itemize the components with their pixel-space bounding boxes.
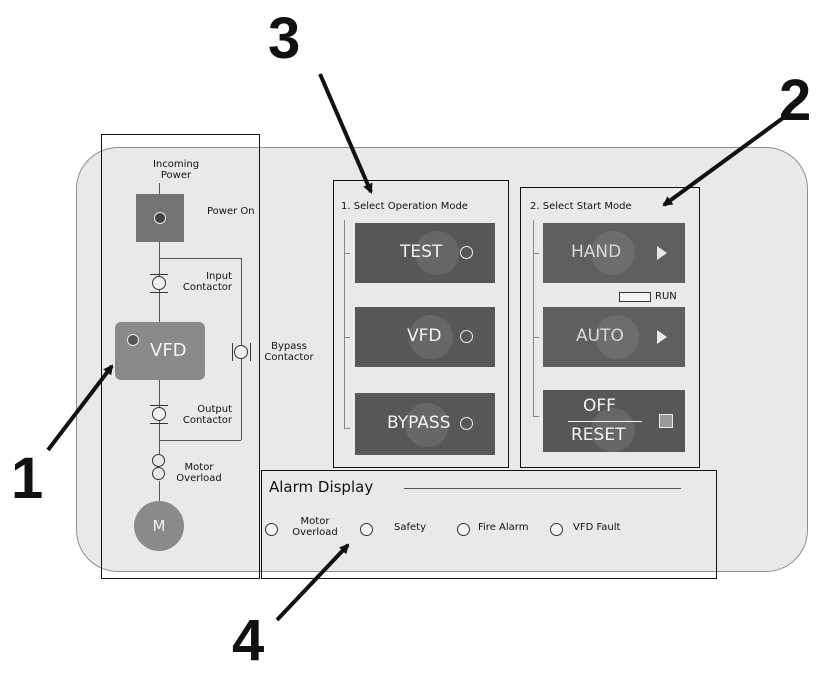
motor-overload-alarm-light-icon [265,523,278,536]
vfd-mode-indicator-icon [460,330,473,343]
power-on-label: Power On [207,206,255,217]
arrow-2 [662,116,785,207]
hand-button-knob [591,231,635,275]
alarm-display-rule [404,488,681,489]
input-contactor-icon [152,276,166,290]
operation-mode-tick-3 [344,428,350,429]
incoming-line [159,183,160,194]
hand-button[interactable]: HAND [543,223,685,283]
arrow-4 [275,543,350,622]
vfd-mode-button-label: VFD [407,326,442,346]
arrow-1 [46,364,114,452]
input-contactor-label: Input Contactor [182,271,232,293]
bypass-button-label: BYPASS [387,413,451,433]
auto-play-icon [657,330,667,344]
operation-mode-outline [333,180,509,468]
motor-overload-coil-bottom-icon [152,467,165,480]
motor-overload-label: Motor Overload [176,462,222,484]
auto-button-label: AUTO [576,326,624,346]
test-button[interactable]: TEST [355,223,495,283]
callout-number-1: 1 [11,446,44,511]
fire-alarm-label: Fire Alarm [478,522,529,533]
bypass-contactor-label: Bypass Contactor [264,341,314,363]
off-label: OFF [583,396,616,416]
input-contactor-bar-bottom [150,292,168,293]
safety-alarm-light-icon [360,523,373,536]
vfd-box [115,322,205,380]
test-indicator-icon [460,246,473,259]
input-contactor-bar-top [150,274,168,275]
operation-mode-tick-2 [344,337,350,338]
bypass-top-line [159,258,241,259]
operation-mode-bracket-line [344,220,345,428]
callout-number-3: 3 [268,6,301,71]
off-reset-button-knob [591,408,635,452]
output-contactor-icon [152,407,166,421]
incoming-power-label: Incoming Power [152,159,200,181]
run-indicator-icon [619,292,651,302]
output-contactor-label: Output Contactor [182,404,232,426]
bypass-bottom-line [159,440,241,441]
safety-alarm-label: Safety [394,522,426,533]
vfd-fault-alarm-light-icon [550,523,563,536]
operation-mode-title: 1. Select Operation Mode [341,201,468,212]
operation-mode-tick-1 [344,253,350,254]
motor-overload-alarm-label: Motor Overload [292,516,338,538]
bypass-contactor-bar-right [250,343,251,361]
fire-alarm-light-icon [457,523,470,536]
start-mode-outline [520,187,700,468]
motor-overload-coil-top-icon [152,454,165,467]
off-reset-indicator-icon [659,414,673,428]
auto-button-knob [595,315,639,359]
power-section-outline [101,134,260,579]
arrow-3 [318,73,373,194]
off-reset-button[interactable]: OFF RESET [543,390,685,452]
vfd-mode-button[interactable]: VFD [355,307,495,367]
start-mode-tick-1 [533,253,539,254]
bypass-contactor-bar-left [232,343,233,361]
vfd-indicator-icon [127,334,139,346]
output-contactor-bar-top [150,405,168,406]
start-mode-title: 2. Select Start Mode [530,201,632,212]
motor-line [159,481,160,502]
bypass-button[interactable]: BYPASS [355,393,495,455]
output-contactor-bar-bottom [150,423,168,424]
alarm-display-outline [261,470,717,579]
alarm-display-title: Alarm Display [269,478,374,496]
bypass-button-knob [405,403,449,447]
motor-label: M [152,517,166,535]
vfd-fault-alarm-label: VFD Fault [573,522,621,533]
start-mode-bracket-line [533,220,534,416]
hand-play-icon [657,246,667,260]
test-button-knob [415,231,459,275]
hand-button-label: HAND [571,242,622,262]
reset-label: RESET [571,425,626,445]
vfd-label: VFD [150,340,187,361]
motor-icon: M [134,501,184,551]
auto-button[interactable]: AUTO [543,307,685,367]
power-on-indicator-icon [154,212,166,224]
off-reset-divider [568,421,642,422]
callout-number-2: 2 [779,68,812,133]
start-mode-tick-3 [533,416,539,417]
start-mode-tick-2 [533,337,539,338]
vfd-mode-button-knob [409,315,453,359]
bypass-contactor-icon [234,345,248,359]
bypass-indicator-icon [460,417,473,430]
callout-number-4: 4 [232,608,265,673]
test-button-label: TEST [400,242,443,262]
run-label: RUN [655,291,677,302]
